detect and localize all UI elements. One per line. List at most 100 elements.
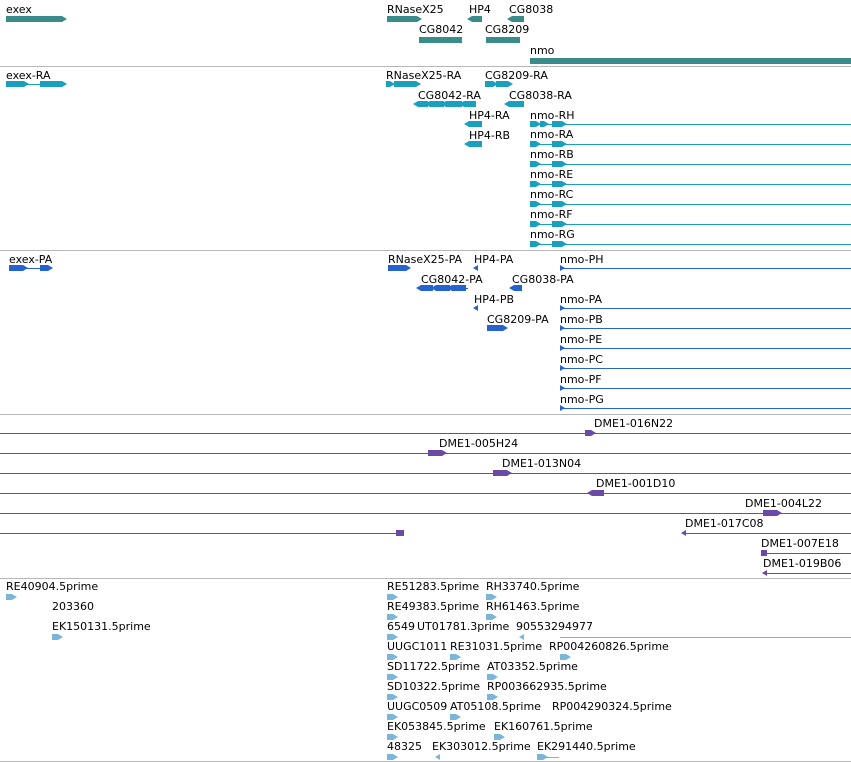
transcript-exon[interactable] <box>552 161 562 167</box>
clone-marker[interactable] <box>592 490 604 496</box>
est-feature-label[interactable]: RH61463.5prime <box>486 600 580 613</box>
transcript-exon[interactable] <box>509 101 524 107</box>
transcript-exon[interactable] <box>386 81 390 87</box>
gene-feature-bar[interactable] <box>486 37 520 43</box>
transcript-exon[interactable] <box>552 181 562 187</box>
mrna-feature-label[interactable]: RNaseX25-RA <box>386 69 462 82</box>
est-feature-label[interactable]: SD10322.5prime <box>387 680 480 693</box>
transcript-exon[interactable] <box>430 101 444 107</box>
mrna-feature-label[interactable]: CG8209-RA <box>485 69 548 82</box>
transcript-exon[interactable] <box>40 81 46 87</box>
est-marker[interactable] <box>6 594 12 600</box>
clone-feature-label[interactable]: DME1-007E18 <box>761 537 839 550</box>
protein-feature-label[interactable]: nmo-PF <box>560 373 602 386</box>
feature-intron-line[interactable] <box>560 368 851 369</box>
protein-feature-label[interactable]: nmo-PB <box>560 313 603 326</box>
est-feature-label[interactable]: AT05108.5prime <box>450 700 541 713</box>
est-feature-label[interactable]: UUGC0509 <box>387 700 448 713</box>
est-marker[interactable] <box>387 754 393 760</box>
est-feature-label[interactable]: RP004290324.5prime <box>552 700 672 713</box>
transcript-exon[interactable] <box>464 101 476 107</box>
protein-feature-label[interactable]: CG8038-PA <box>512 273 574 286</box>
mrna-feature-label[interactable]: exex-RA <box>6 69 51 82</box>
clone-marker[interactable] <box>585 430 591 436</box>
feature-intron-line[interactable] <box>560 408 851 409</box>
est-feature-label[interactable]: AT03352.5prime <box>487 660 578 673</box>
transcript-exon[interactable] <box>452 285 466 291</box>
transcript-exon[interactable] <box>6 81 24 87</box>
est-feature-label[interactable]: RH33740.5prime <box>486 580 580 593</box>
transcript-exon[interactable] <box>552 221 562 227</box>
transcript-exon[interactable] <box>436 285 450 291</box>
gene-feature-label[interactable]: CG8038 <box>509 3 554 16</box>
transcript-exon[interactable] <box>552 121 562 127</box>
est-marker[interactable] <box>487 694 493 700</box>
feature-intron-line[interactable] <box>686 533 851 534</box>
transcript-exon[interactable] <box>530 221 536 227</box>
gene-feature-label[interactable]: CG8209 <box>485 23 530 36</box>
transcript-exon[interactable] <box>46 81 62 87</box>
gene-feature-label[interactable]: RNaseX25 <box>387 3 444 16</box>
mrna-feature-label[interactable]: nmo-RG <box>530 228 575 241</box>
est-feature-label[interactable]: SD11722.5prime <box>387 660 480 673</box>
est-marker[interactable] <box>387 594 393 600</box>
mrna-feature-label[interactable]: CG8042-RA <box>418 89 481 102</box>
clone-feature-label[interactable]: DME1-013N04 <box>502 457 582 470</box>
transcript-exon[interactable] <box>9 265 23 271</box>
transcript-exon[interactable] <box>421 285 433 291</box>
feature-intron-line[interactable] <box>761 553 851 554</box>
est-feature-label[interactable]: EK291440.5prime <box>537 740 636 753</box>
est-feature-label[interactable]: RP003662935.5prime <box>487 680 607 693</box>
est-marker[interactable] <box>387 654 393 660</box>
transcript-exon[interactable] <box>530 141 536 147</box>
feature-intron-line[interactable] <box>530 244 851 245</box>
est-marker[interactable] <box>494 734 500 740</box>
mrna-feature-label[interactable]: nmo-RE <box>530 168 574 181</box>
protein-feature-label[interactable]: nmo-PH <box>560 253 604 266</box>
clone-feature-label[interactable]: DME1-017C08 <box>685 517 764 530</box>
clone-marker[interactable] <box>761 550 767 556</box>
feature-intron-line[interactable] <box>530 184 851 185</box>
mrna-feature-label[interactable]: nmo-RA <box>530 128 574 141</box>
protein-feature-label[interactable]: HP4-PA <box>474 253 514 266</box>
protein-feature-label[interactable]: nmo-PE <box>560 333 603 346</box>
clone-feature-label[interactable]: DME1-001D10 <box>596 477 676 490</box>
gene-feature-label[interactable]: CG8042 <box>419 23 464 36</box>
est-feature-label[interactable]: UT01781.3prime <box>417 620 510 633</box>
transcript-exon[interactable] <box>552 201 562 207</box>
protein-exon[interactable] <box>514 285 522 291</box>
gene-feature-bar[interactable] <box>530 58 851 64</box>
protein-feature-label[interactable]: RNaseX25-PA <box>388 253 463 266</box>
feature-intron-line[interactable] <box>560 268 851 269</box>
feature-intron-line[interactable] <box>560 328 851 329</box>
est-marker[interactable] <box>387 614 393 620</box>
feature-intron-line[interactable] <box>560 388 851 389</box>
est-marker[interactable] <box>487 674 493 680</box>
mrna-feature-label[interactable]: nmo-RF <box>530 208 573 221</box>
est-marker[interactable] <box>486 594 492 600</box>
gene-feature-bar[interactable] <box>6 16 62 22</box>
est-feature-label[interactable]: UUGC1011 <box>387 640 448 653</box>
feature-intron-line[interactable] <box>9 268 52 269</box>
transcript-exon[interactable] <box>530 241 536 247</box>
est-feature-label[interactable]: RE49383.5prime <box>387 600 480 613</box>
transcript-exon[interactable] <box>540 121 544 127</box>
est-marker[interactable] <box>387 634 393 640</box>
est-feature-label[interactable]: EK303012.5prime <box>432 740 531 753</box>
feature-intron-line[interactable] <box>530 124 851 125</box>
protein-feature-label[interactable]: nmo-PC <box>560 353 603 366</box>
gene-feature-bar[interactable] <box>387 16 417 22</box>
feature-intron-line[interactable] <box>0 513 851 514</box>
transcript-exon[interactable] <box>487 325 503 331</box>
protein-feature-label[interactable]: CG8042-PA <box>421 273 483 286</box>
est-marker[interactable] <box>52 634 58 640</box>
feature-intron-line[interactable] <box>530 164 851 165</box>
est-feature-label[interactable]: RP004260826.5prime <box>549 640 669 653</box>
est-marker[interactable] <box>450 654 456 660</box>
protein-feature-label[interactable]: CG8209-PA <box>487 313 549 326</box>
est-feature-label[interactable]: EK150131.5prime <box>52 620 151 633</box>
protein-feature-label[interactable]: nmo-PA <box>560 293 603 306</box>
feature-intron-line[interactable] <box>530 144 851 145</box>
mrna-feature-label[interactable]: nmo-RB <box>530 148 574 161</box>
transcript-exon[interactable] <box>388 265 406 271</box>
